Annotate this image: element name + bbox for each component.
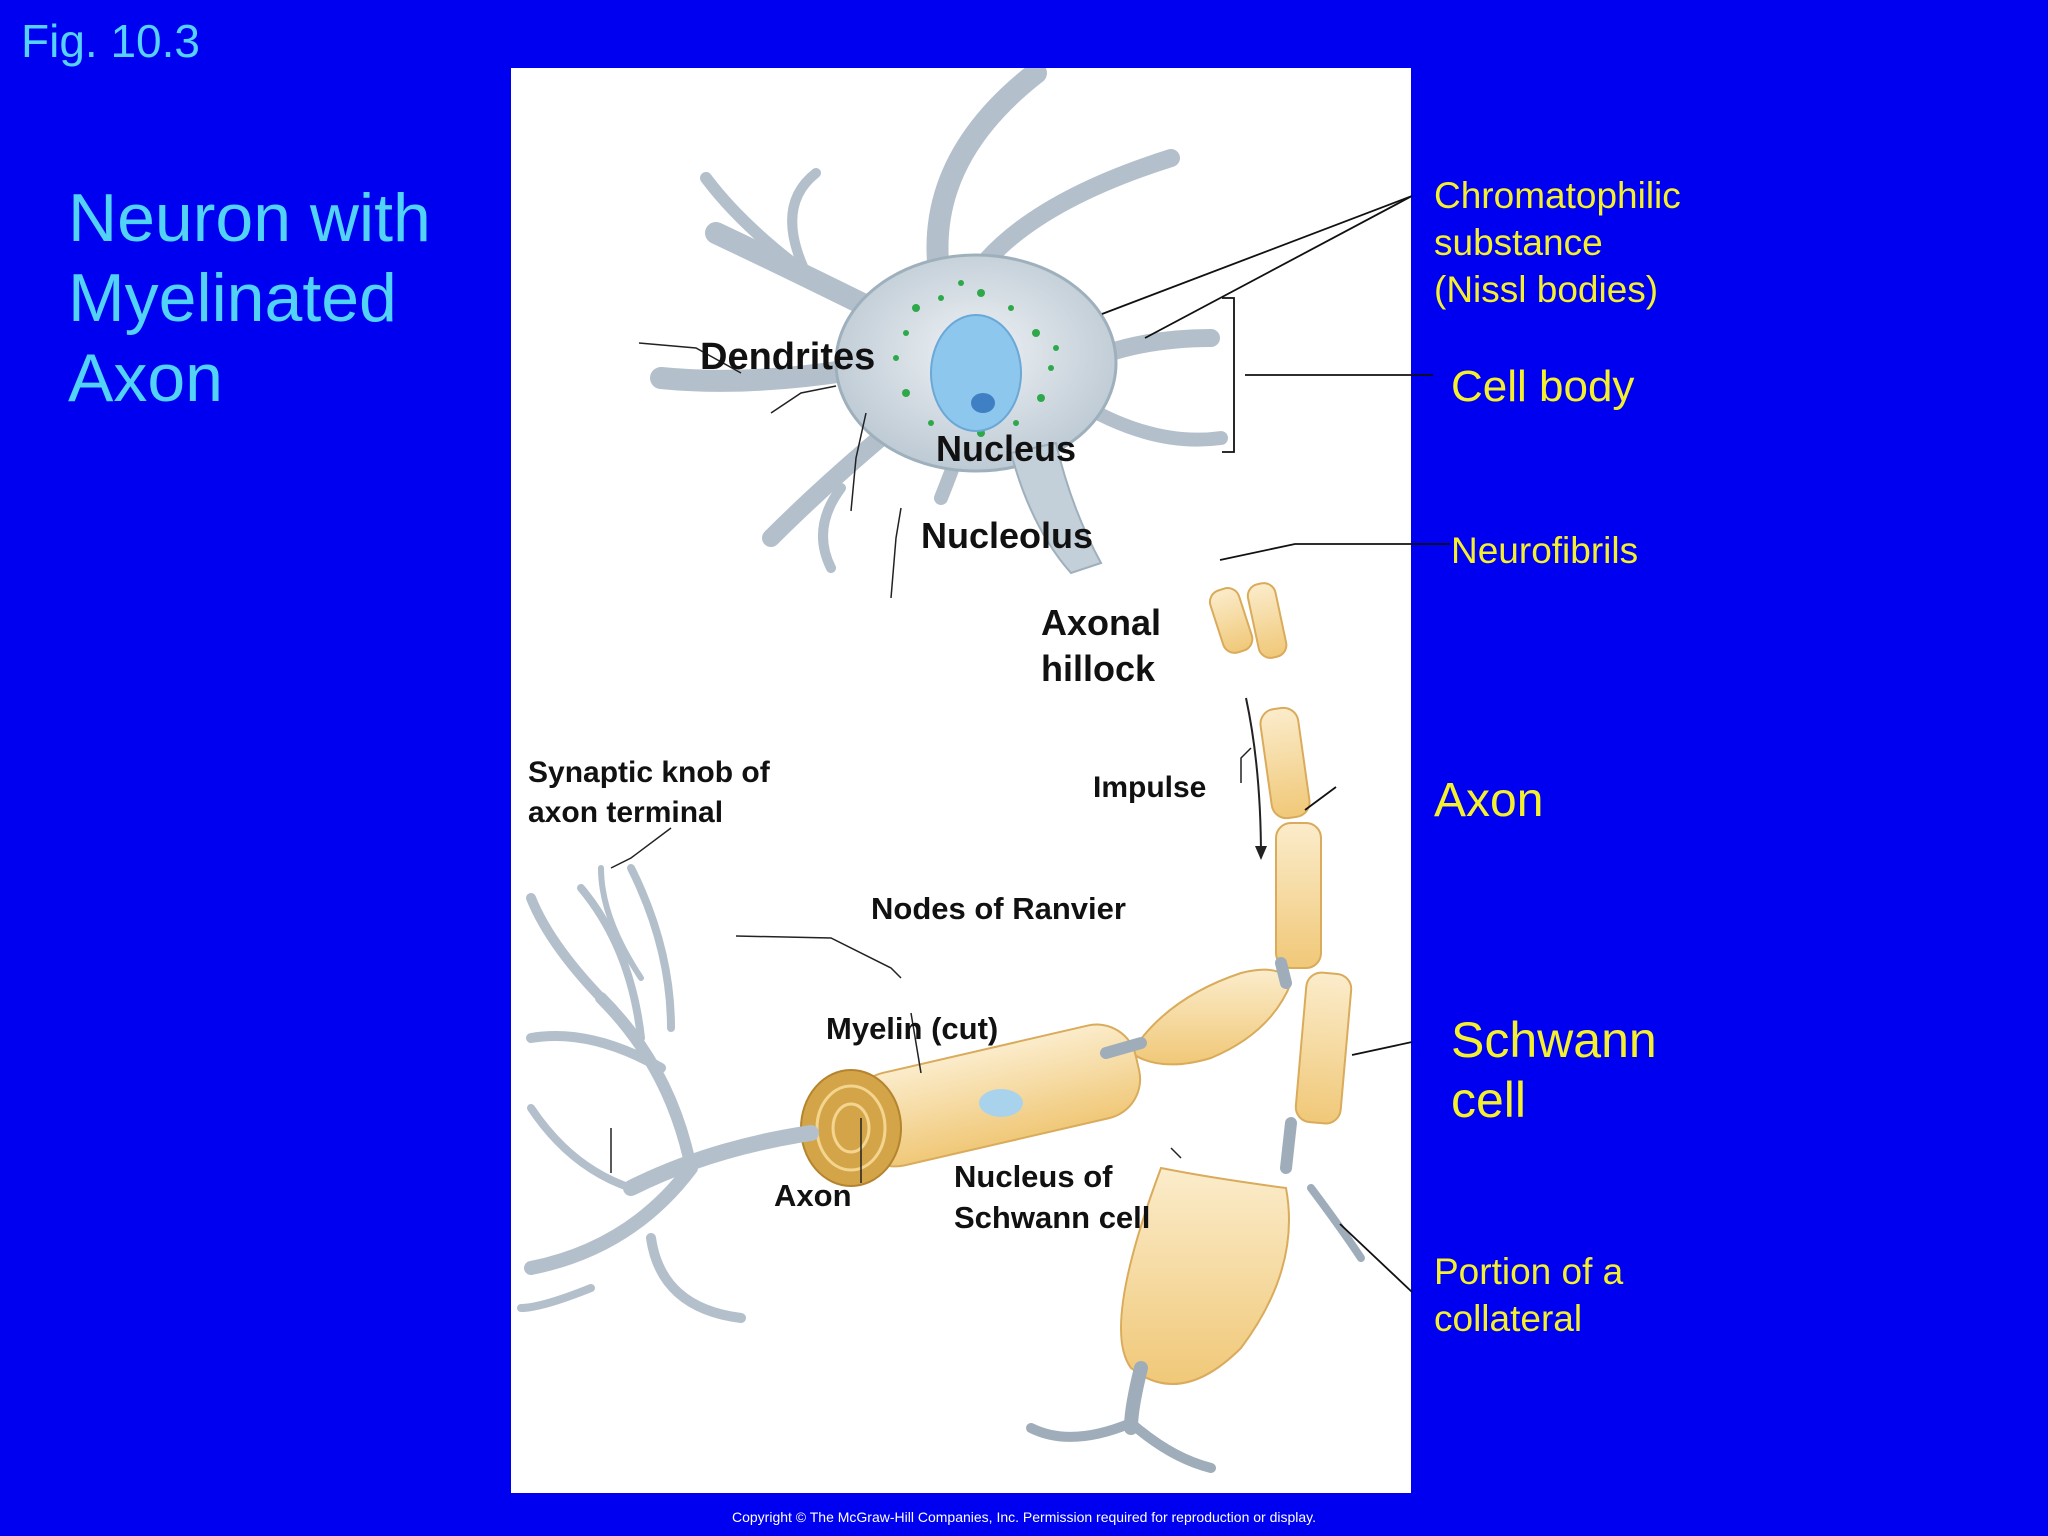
axon-hillock-shape [1009, 441, 1103, 575]
label-schwann-nucleus-line-2: Schwann cell [954, 1200, 1151, 1235]
nucleolus-shape [971, 393, 995, 413]
title-line-2: Myelinated [68, 260, 397, 336]
label-chromatophilic-line-1: Chromatophilic [1434, 175, 1681, 216]
nucleus-shape [930, 314, 1022, 432]
impulse-arrowhead [1255, 846, 1267, 860]
impulse-arrow [1245, 697, 1262, 859]
schwann-cell-lower-shape [1120, 1166, 1290, 1385]
label-schwann-line-2: cell [1451, 1072, 1527, 1128]
label-collateral-line-1: Portion of a [1434, 1251, 1624, 1292]
label-synaptic-knob-line-2: axon terminal [528, 796, 724, 829]
diagram-panel: Dendrites Nucleus Nucleolus Axonal hillo… [511, 68, 1411, 1493]
copyright-notice: Copyright © The McGraw-Hill Companies, I… [731, 1509, 1317, 1525]
label-chromatophilic-line-2: substance [1434, 222, 1603, 263]
label-dendrites: Dendrites [700, 336, 876, 378]
label-nodes-of-ranvier: Nodes of Ranvier [871, 891, 1126, 926]
axon-terminal-shape [517, 864, 819, 1323]
label-synaptic-knob-line-1: Synaptic knob of [528, 756, 770, 789]
label-nucleolus: Nucleolus [921, 515, 1094, 556]
label-axonal-hillock: Axonal hillock [1041, 600, 1161, 692]
label-collateral-line-2: collateral [1434, 1298, 1583, 1339]
label-axonal-hillock-line-1: Axonal [1041, 602, 1162, 643]
title-line-1: Neuron with [68, 180, 431, 256]
label-leader-lines [610, 342, 1252, 1183]
label-schwann-line-1: Schwann [1451, 1012, 1657, 1068]
label-chromatophilic-substance: Chromatophilic substance (Nissl bodies) [1434, 172, 1681, 313]
label-schwann-nucleus: Nucleus of Schwann cell [954, 1156, 1150, 1238]
figure-number: Fig. 10.3 [21, 15, 200, 67]
label-schwann-cell: Schwann cell [1451, 1010, 1657, 1130]
axon-myelin-upper [1208, 582, 1353, 1125]
slide-title: Neuron with Myelinated Axon [68, 178, 431, 418]
label-neurofibrils: Neurofibrils [1451, 530, 1639, 571]
axon-myelin-lower [800, 968, 1293, 1187]
label-impulse: Impulse [1093, 771, 1207, 804]
title-line-3: Axon [68, 340, 223, 416]
label-axon: Axon [1434, 774, 1544, 827]
label-chromatophilic-line-3: (Nissl bodies) [1434, 269, 1659, 310]
neuron-illustration [517, 68, 1365, 1473]
label-nucleus: Nucleus [936, 428, 1077, 469]
label-myelin-cut: Myelin (cut) [826, 1011, 999, 1046]
label-synaptic-knob: Synaptic knob of axon terminal [528, 753, 770, 833]
label-axon-inner: Axon [774, 1178, 852, 1213]
label-schwann-nucleus-line-1: Nucleus of [954, 1159, 1113, 1194]
label-collateral: Portion of a collateral [1434, 1248, 1623, 1342]
label-axonal-hillock-line-2: hillock [1041, 648, 1156, 689]
label-cell-body: Cell body [1451, 362, 1635, 411]
